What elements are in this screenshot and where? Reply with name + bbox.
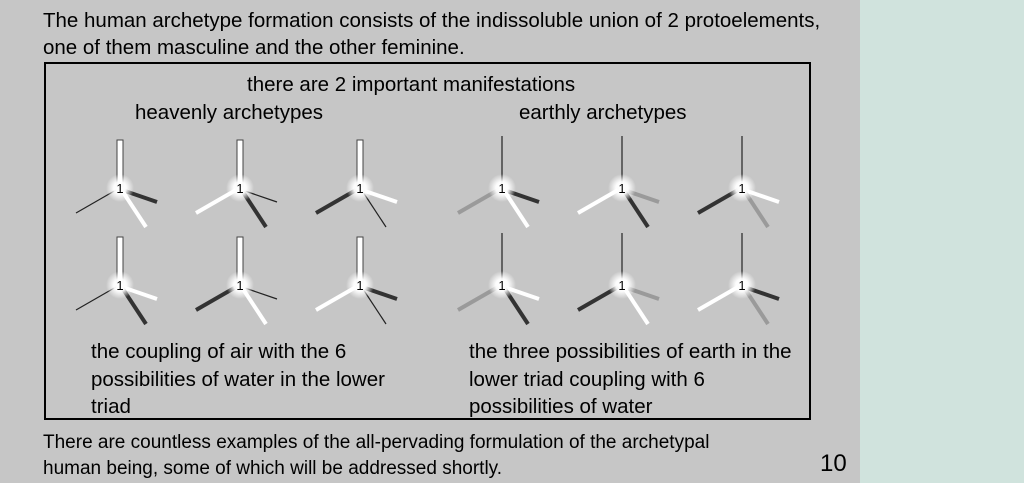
earthly-symbol-1: 1 [457, 136, 540, 229]
center-glow [728, 271, 756, 299]
footer-text: There are countless examples of the all-… [43, 432, 710, 479]
heavenly-symbol-3: 1 [315, 139, 398, 228]
center-glow [728, 174, 756, 202]
frame-title: there are 2 important manifestations [247, 73, 576, 96]
center-glow [346, 271, 374, 299]
earthly-heading: earthly archetypes [519, 101, 687, 124]
center-label: 1 [498, 278, 505, 293]
earthly-symbol-5: 1 [577, 233, 660, 326]
earthly-caption: the three possibilities of earth in the … [469, 340, 792, 418]
manifestations-frame [44, 62, 811, 420]
heavenly-caption: the coupling of air with the 6 possibili… [91, 340, 385, 418]
center-label: 1 [116, 181, 123, 196]
center-label: 1 [738, 181, 745, 196]
center-label: 1 [618, 181, 625, 196]
center-glow [608, 271, 636, 299]
page-number: 10 [820, 450, 847, 477]
intro-text: The human archetype formation consists o… [43, 9, 821, 59]
heavenly-symbol-1: 1 [75, 139, 158, 229]
earthly-symbol-3: 1 [697, 136, 780, 229]
center-label: 1 [236, 278, 243, 293]
earthly-symbol-6: 1 [697, 233, 780, 326]
center-glow [106, 271, 134, 299]
center-label: 1 [618, 278, 625, 293]
center-glow [346, 174, 374, 202]
center-glow [226, 271, 254, 299]
center-glow [488, 174, 516, 202]
heavenly-heading: heavenly archetypes [135, 101, 324, 124]
center-glow [608, 174, 636, 202]
earthly-symbol-2: 1 [577, 136, 660, 229]
heavenly-symbol-5: 1 [195, 236, 278, 326]
center-glow [488, 271, 516, 299]
slide: The human archetype formation consists o… [0, 0, 860, 483]
heavenly-symbol-6: 1 [315, 236, 398, 325]
center-label: 1 [356, 181, 363, 196]
center-label: 1 [236, 181, 243, 196]
center-label: 1 [738, 278, 745, 293]
center-label: 1 [498, 181, 505, 196]
heavenly-symbol-4: 1 [75, 236, 158, 326]
heavenly-symbol-2: 1 [195, 139, 278, 229]
center-label: 1 [356, 278, 363, 293]
center-label: 1 [116, 278, 123, 293]
center-glow [106, 174, 134, 202]
center-glow [226, 174, 254, 202]
earthly-symbol-4: 1 [457, 233, 540, 326]
